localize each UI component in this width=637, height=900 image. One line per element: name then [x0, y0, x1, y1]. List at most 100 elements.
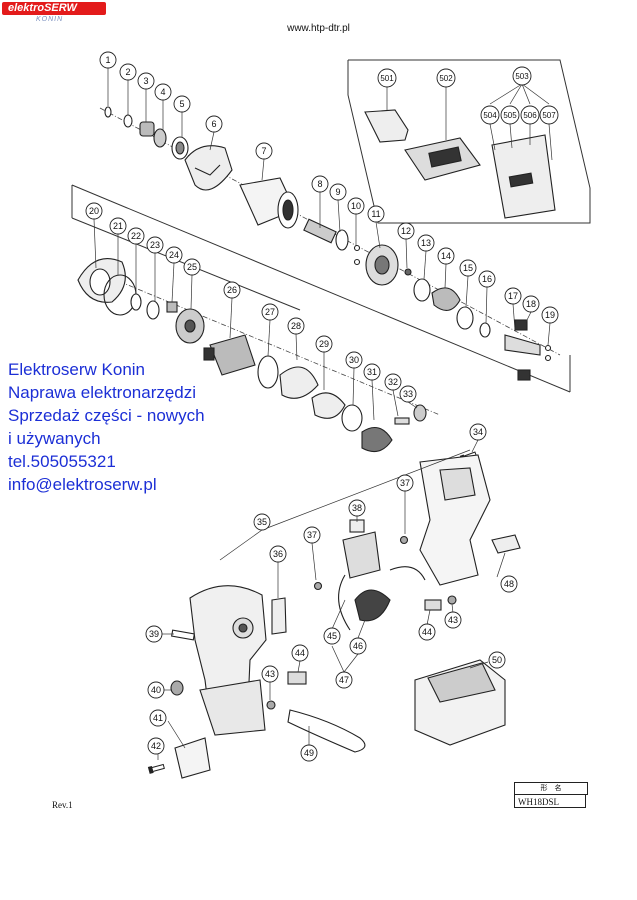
svg-text:505: 505 — [503, 111, 517, 120]
advert-line-sales: Sprzedaż części - nowych — [8, 406, 205, 425]
callout-32: 32 — [384, 373, 402, 391]
callout-3: 3 — [137, 72, 155, 90]
callout-33: 33 — [399, 385, 417, 403]
callout-7: 7 — [255, 142, 273, 160]
svg-text:11: 11 — [371, 209, 380, 219]
svg-text:19: 19 — [545, 310, 555, 320]
callout-1: 1 — [99, 51, 117, 69]
callout-14: 14 — [437, 247, 455, 265]
callout-9: 9 — [329, 183, 347, 201]
callout-26: 26 — [223, 281, 241, 299]
svg-text:43: 43 — [448, 615, 458, 625]
callout-16: 16 — [478, 270, 496, 288]
svg-text:49: 49 — [304, 748, 314, 758]
callout-44b: 44 — [418, 623, 436, 641]
revision-label: Rev.1 — [52, 800, 73, 810]
callout-49: 49 — [300, 744, 318, 762]
callout-22: 22 — [127, 227, 145, 245]
advert-line-email: info@elektroserw.pl — [8, 475, 157, 494]
callout-50: 50 — [488, 651, 506, 669]
source-url: www.htp-dtr.pl — [287, 23, 350, 34]
svg-text:501: 501 — [380, 74, 394, 83]
callout-504: 504 — [480, 105, 500, 125]
callout-25: 25 — [183, 258, 201, 276]
callout-34: 34 — [469, 423, 487, 441]
svg-text:2: 2 — [125, 67, 130, 77]
svg-text:33: 33 — [403, 389, 413, 399]
svg-text:47: 47 — [339, 675, 349, 685]
callout-37a: 37 — [303, 526, 321, 544]
svg-text:15: 15 — [463, 263, 473, 273]
svg-text:43: 43 — [265, 669, 275, 679]
callout-38: 38 — [348, 499, 366, 517]
svg-text:18: 18 — [526, 299, 536, 309]
callout-41: 41 — [149, 709, 167, 727]
callout-18: 18 — [522, 295, 540, 313]
elektroserw-logo: elektroSERW KONIN — [0, 0, 108, 24]
advert-line-company: Elektroserw Konin — [8, 360, 146, 379]
logo-sub-text: KONIN — [36, 16, 64, 23]
svg-text:30: 30 — [349, 355, 359, 365]
callout-505: 505 — [500, 105, 520, 125]
svg-text:36: 36 — [273, 549, 283, 559]
svg-text:32: 32 — [388, 377, 398, 387]
callout-21: 21 — [109, 217, 127, 235]
svg-text:22: 22 — [131, 231, 141, 241]
callout-17: 17 — [504, 287, 522, 305]
svg-text:44: 44 — [422, 627, 432, 637]
svg-text:48: 48 — [504, 579, 514, 589]
svg-text:41: 41 — [153, 713, 163, 723]
svg-text:40: 40 — [151, 685, 161, 695]
callout-503: 503 — [512, 66, 532, 86]
svg-text:16: 16 — [482, 274, 492, 284]
svg-text:24: 24 — [169, 250, 179, 260]
callout-27: 27 — [261, 303, 279, 321]
svg-text:13: 13 — [421, 238, 431, 248]
model-title-block: 形 名 WH18DSL — [514, 782, 588, 810]
callout-44a: 44 — [291, 644, 309, 662]
svg-text:29: 29 — [319, 339, 329, 349]
callout-36: 36 — [269, 545, 287, 563]
part-callouts: 1 2 3 4 5 6 7 8 9 10 11 12 13 14 15 16 1… — [85, 51, 559, 762]
svg-text:17: 17 — [508, 291, 518, 301]
callout-39: 39 — [145, 625, 163, 643]
callout-47: 47 — [335, 671, 353, 689]
svg-text:46: 46 — [353, 641, 363, 651]
svg-text:26: 26 — [227, 285, 237, 295]
callout-5: 5 — [173, 95, 191, 113]
svg-text:38: 38 — [352, 503, 362, 513]
callout-29: 29 — [315, 335, 333, 353]
svg-text:7: 7 — [261, 146, 266, 156]
svg-text:21: 21 — [113, 221, 123, 231]
callout-31: 31 — [363, 363, 381, 381]
svg-text:35: 35 — [257, 517, 267, 527]
callout-24: 24 — [165, 246, 183, 264]
svg-text:45: 45 — [327, 631, 337, 641]
advert-line-repair: Naprawa elektronarzędzi — [8, 383, 197, 402]
svg-text:34: 34 — [473, 427, 483, 437]
callout-4: 4 — [154, 83, 172, 101]
svg-text:507: 507 — [542, 111, 556, 120]
callout-30: 30 — [345, 351, 363, 369]
logo-bar — [2, 2, 106, 15]
svg-text:31: 31 — [367, 367, 377, 377]
svg-text:5: 5 — [179, 99, 184, 109]
svg-text:14: 14 — [441, 251, 451, 261]
callout-502: 502 — [436, 68, 456, 88]
svg-text:20: 20 — [89, 206, 99, 216]
svg-text:44: 44 — [295, 648, 305, 658]
callout-2: 2 — [119, 63, 137, 81]
callout-15: 15 — [459, 259, 477, 277]
svg-text:37: 37 — [307, 530, 317, 540]
svg-text:37: 37 — [400, 478, 410, 488]
svg-text:502: 502 — [439, 74, 453, 83]
svg-text:50: 50 — [492, 655, 502, 665]
callout-507: 507 — [539, 105, 559, 125]
svg-text:42: 42 — [151, 741, 161, 751]
callout-28: 28 — [287, 317, 305, 335]
svg-text:504: 504 — [483, 111, 497, 120]
model-number: WH18DSL — [514, 794, 586, 808]
callout-20: 20 — [85, 202, 103, 220]
callout-506: 506 — [520, 105, 540, 125]
